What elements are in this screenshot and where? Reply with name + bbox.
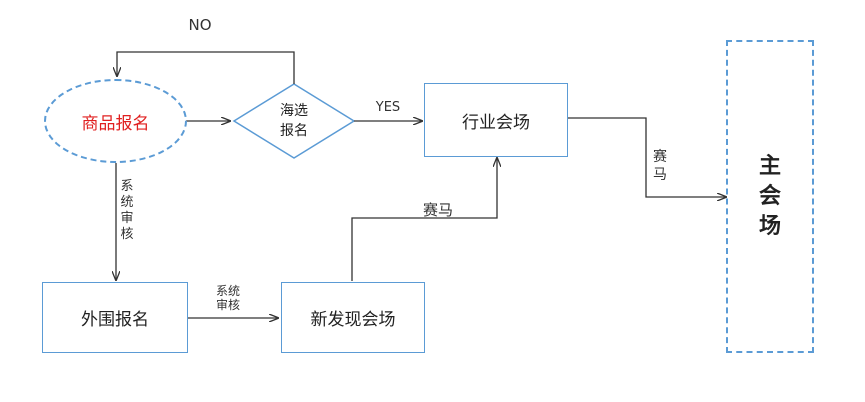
outer-signup-label: 外围报名 xyxy=(81,310,149,330)
race-label-vertical: 赛 马 xyxy=(650,148,670,184)
system-review-line1: 系统 xyxy=(215,284,240,298)
system-review-label-vertical: 系 统 审 核 xyxy=(117,179,137,243)
race-char: 马 xyxy=(653,167,667,183)
screening-node: 海选 报名 xyxy=(254,99,334,143)
main-venue-node: 主 会 场 xyxy=(726,40,814,353)
race-label-horizontal: 赛马 xyxy=(422,201,453,219)
product-signup-node: 商品报名 xyxy=(44,79,187,163)
product-signup-label: 商品报名 xyxy=(81,113,150,134)
yes-label: YES xyxy=(375,100,401,115)
industry-venue-node: 行业会场 xyxy=(424,83,568,157)
screening-label-line2: 报名 xyxy=(280,123,308,139)
outer-signup-node: 外围报名 xyxy=(42,282,188,353)
main-venue-char: 主 xyxy=(758,153,781,179)
new-discovery-venue-node: 新发现会场 xyxy=(281,282,425,353)
system-review-line2: 审核 xyxy=(215,298,240,312)
product-signup-outline xyxy=(44,79,187,163)
review-char: 核 xyxy=(120,227,134,242)
review-char: 统 xyxy=(120,195,134,210)
screening-diamond-shape xyxy=(232,83,356,159)
main-venue-char: 会 xyxy=(758,183,781,209)
system-review-label-horizontal: 系统 审核 xyxy=(206,284,250,312)
arrow-new-to-industry xyxy=(351,158,497,281)
new-discovery-venue-label: 新发现会场 xyxy=(310,310,396,330)
race-char: 赛 xyxy=(653,149,667,165)
review-char: 审 xyxy=(120,211,134,226)
screening-label-line1: 海选 xyxy=(280,103,308,119)
arrow-no-loop xyxy=(117,51,295,84)
review-char: 系 xyxy=(120,179,134,194)
main-venue-char: 场 xyxy=(758,213,781,239)
arrow-industry-to-main xyxy=(567,117,726,197)
industry-venue-label: 行业会场 xyxy=(462,112,530,133)
no-label: NO xyxy=(188,16,212,34)
